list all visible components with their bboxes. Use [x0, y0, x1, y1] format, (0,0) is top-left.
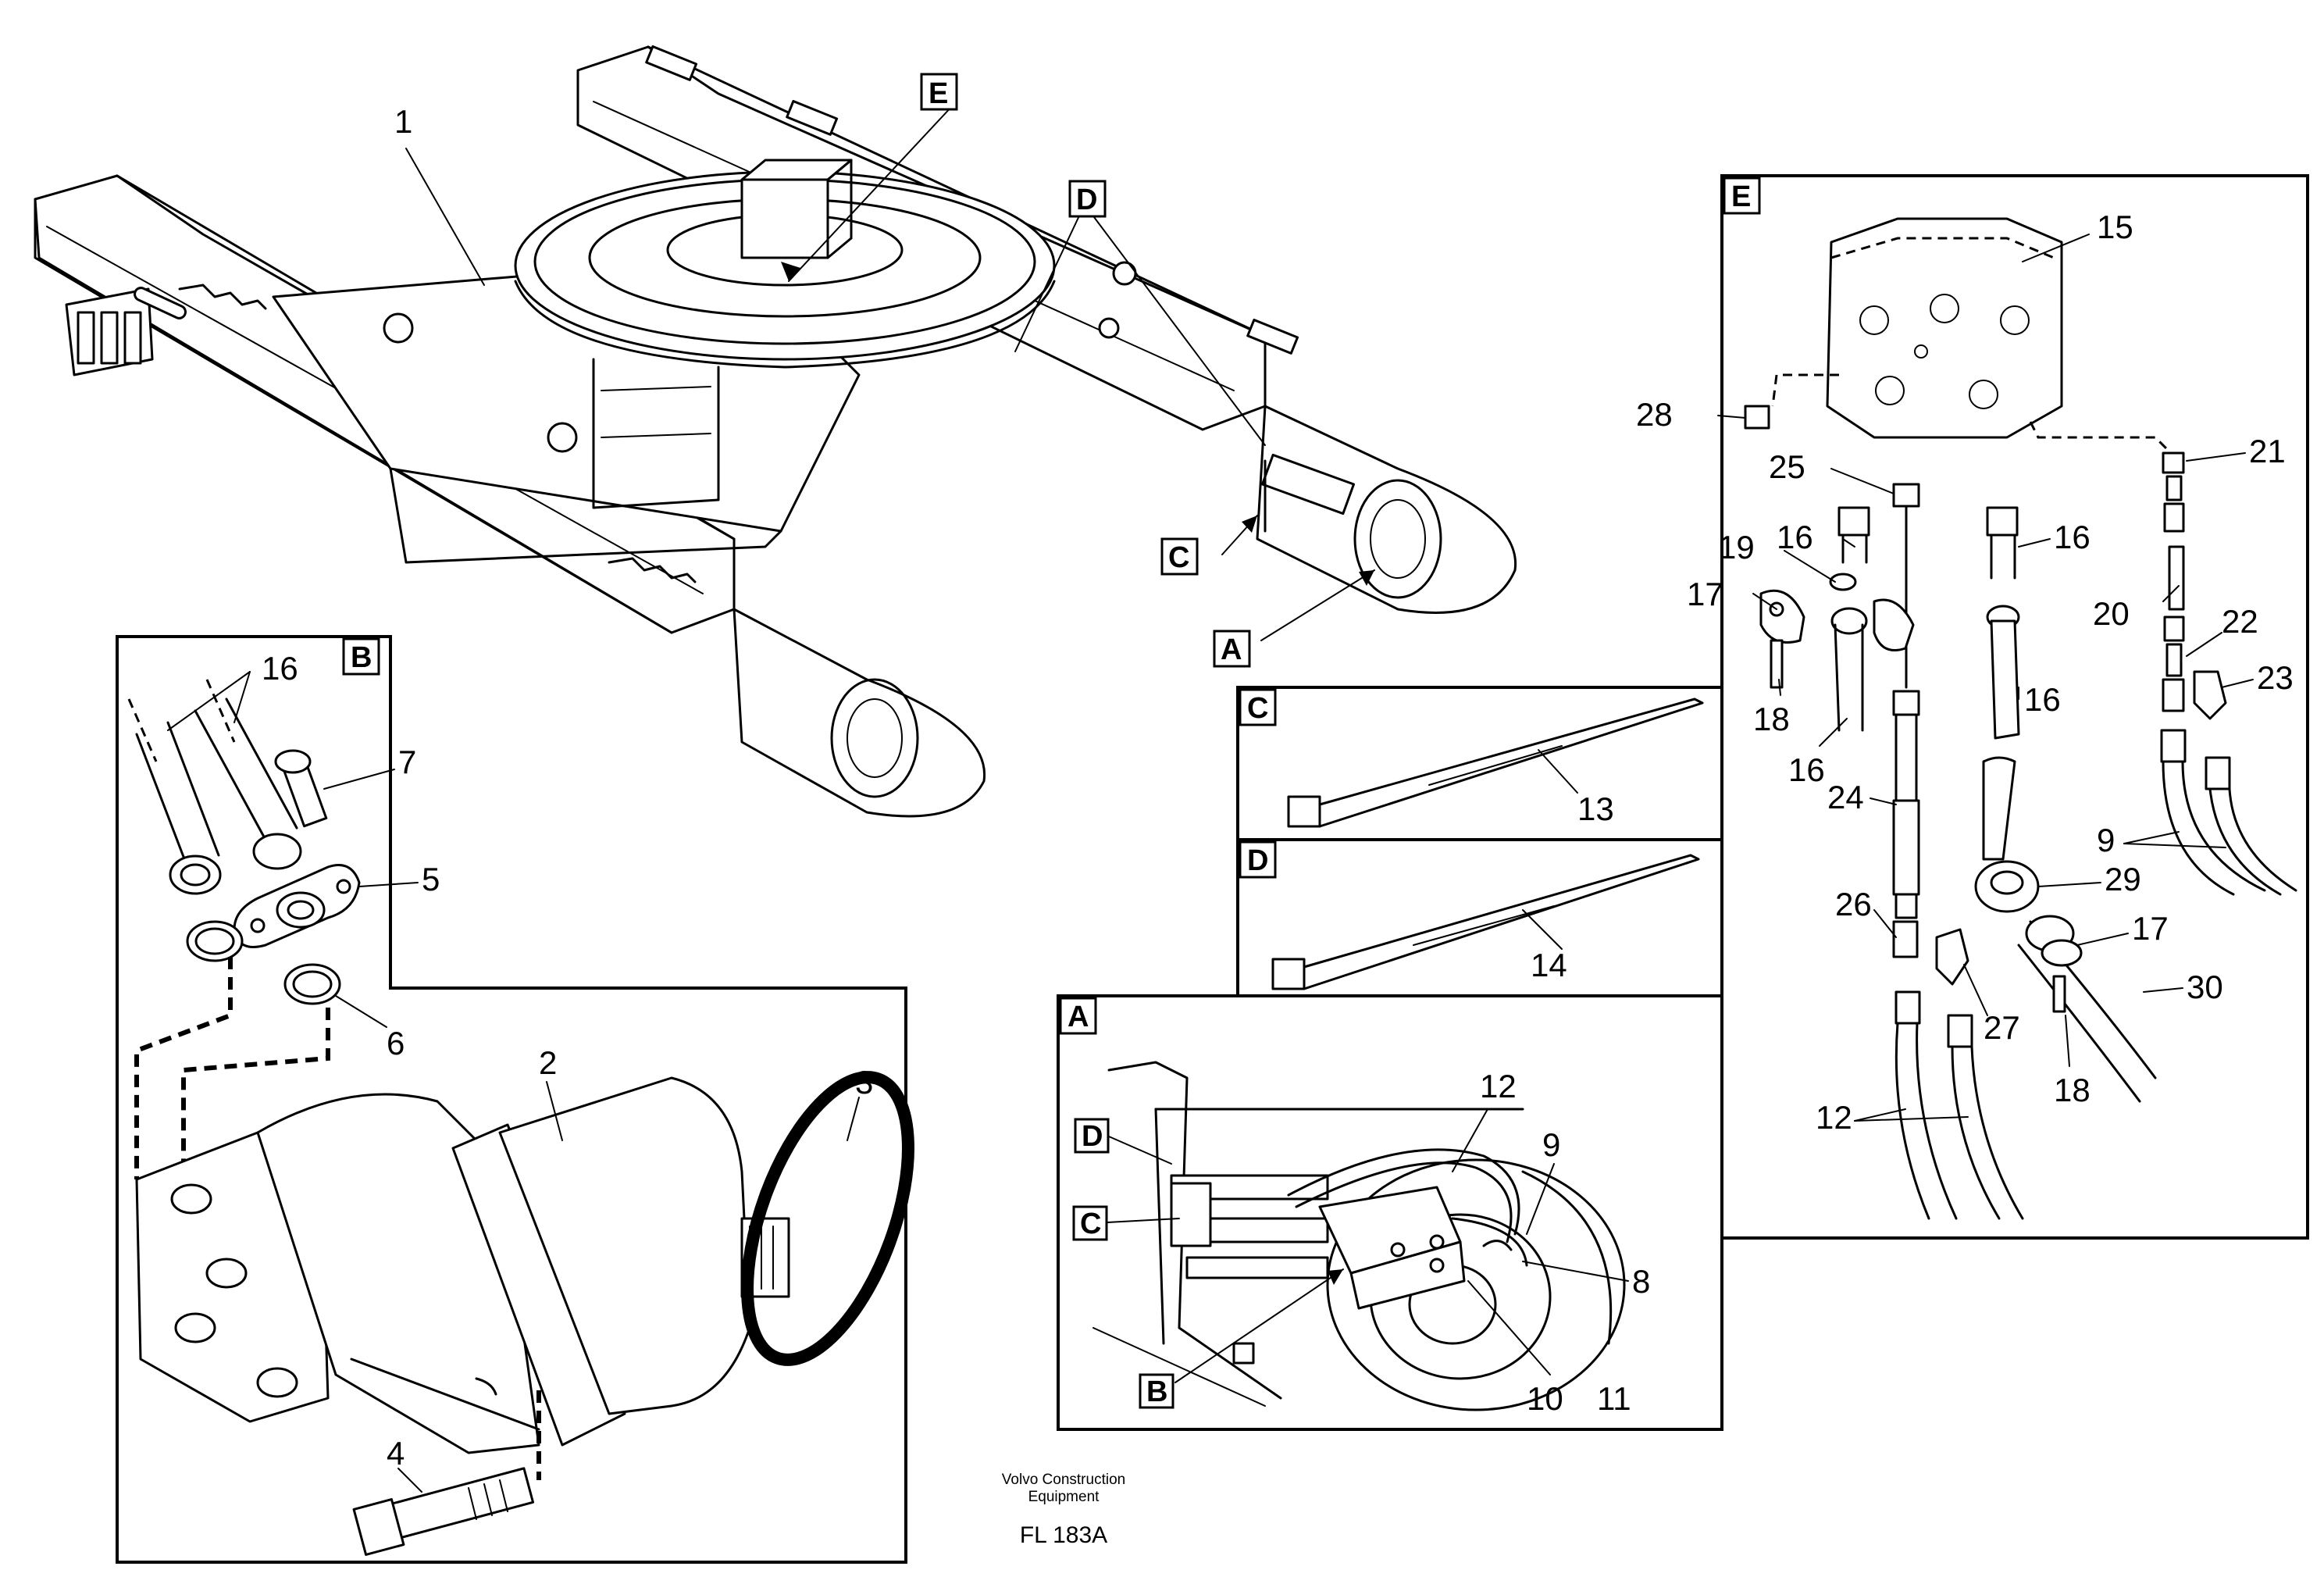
callout-15: 15 — [2097, 209, 2133, 245]
callout-22: 22 — [2222, 603, 2258, 640]
callout-27: 27 — [1984, 1009, 2020, 1046]
callout-28: 28 — [1636, 396, 1673, 433]
callout-19: 19 — [1718, 529, 1755, 566]
callout-16-a: 16 — [1777, 519, 1813, 555]
panel-B: B — [116, 635, 914, 1564]
callout-4: 4 — [387, 1435, 405, 1472]
callout-13: 13 — [1577, 790, 1614, 827]
callout-29: 29 — [2105, 861, 2141, 897]
undercarriage-frame-drawing — [34, 45, 1517, 818]
panel-E: E — [1636, 174, 2309, 1240]
callout-2: 2 — [539, 1044, 557, 1081]
view-marker-A: A — [1221, 633, 1242, 666]
callout-9: 9 — [1542, 1126, 1560, 1163]
panel-A-marker-C: C — [1080, 1208, 1101, 1240]
panel-C-letter: C — [1247, 692, 1268, 725]
callout-7: 7 — [398, 744, 416, 780]
figure-code: FL 183A — [1020, 1522, 1107, 1548]
callout-3: 3 — [855, 1064, 873, 1101]
callout-8: 8 — [1632, 1263, 1650, 1300]
panel-E-letter: E — [1731, 180, 1751, 213]
frame-callouts: 1 E D C A — [394, 73, 1251, 668]
view-marker-E: E — [929, 77, 948, 110]
callout-18-b: 18 — [2054, 1072, 2091, 1108]
callout-26: 26 — [1835, 886, 1872, 922]
callout-25: 25 — [1769, 448, 1805, 485]
callout-17-b: 17 — [2132, 910, 2169, 947]
callout-16: 16 — [262, 650, 298, 687]
footer-line-2: Equipment — [1028, 1489, 1100, 1505]
panel-A-letter: A — [1068, 1001, 1089, 1033]
panel-C: C 13 — [1236, 686, 1723, 841]
callout-14: 14 — [1531, 947, 1567, 983]
callout-18: 18 — [1753, 701, 1790, 737]
panel-D: D 14 — [1236, 838, 1723, 997]
callout-12-e: 12 — [1816, 1099, 1852, 1136]
callout-16-d: 16 — [1788, 751, 1825, 788]
panel-A-marker-B: B — [1146, 1375, 1167, 1408]
callout-17: 17 — [1687, 576, 1723, 612]
view-marker-C: C — [1168, 541, 1189, 574]
callout-12: 12 — [1480, 1068, 1517, 1104]
panel-A-marker-D: D — [1082, 1120, 1103, 1153]
panel-B-letter: B — [351, 641, 372, 674]
callout-24: 24 — [1827, 779, 1864, 815]
callout-5: 5 — [422, 861, 440, 897]
panel-D-letter: D — [1247, 844, 1268, 877]
callout-23: 23 — [2257, 659, 2294, 696]
view-marker-D: D — [1076, 184, 1097, 216]
callout-20: 20 — [2093, 595, 2130, 632]
callout-16-c: 16 — [2024, 681, 2061, 718]
panel-A: A D C B — [1057, 994, 1723, 1431]
footer-line-1: Volvo Construction — [1002, 1472, 1125, 1488]
callout-21: 21 — [2249, 433, 2286, 469]
callout-10: 10 — [1527, 1380, 1563, 1417]
callout-16-b: 16 — [2054, 519, 2091, 555]
callout-30: 30 — [2187, 969, 2223, 1005]
callout-6: 6 — [387, 1025, 405, 1061]
callout-1: 1 — [394, 103, 412, 140]
callout-9-e: 9 — [2097, 822, 2115, 858]
callout-11: 11 — [1597, 1380, 1631, 1417]
publisher-footer: Volvo Construction Equipment FL 183A — [1002, 1472, 1125, 1548]
